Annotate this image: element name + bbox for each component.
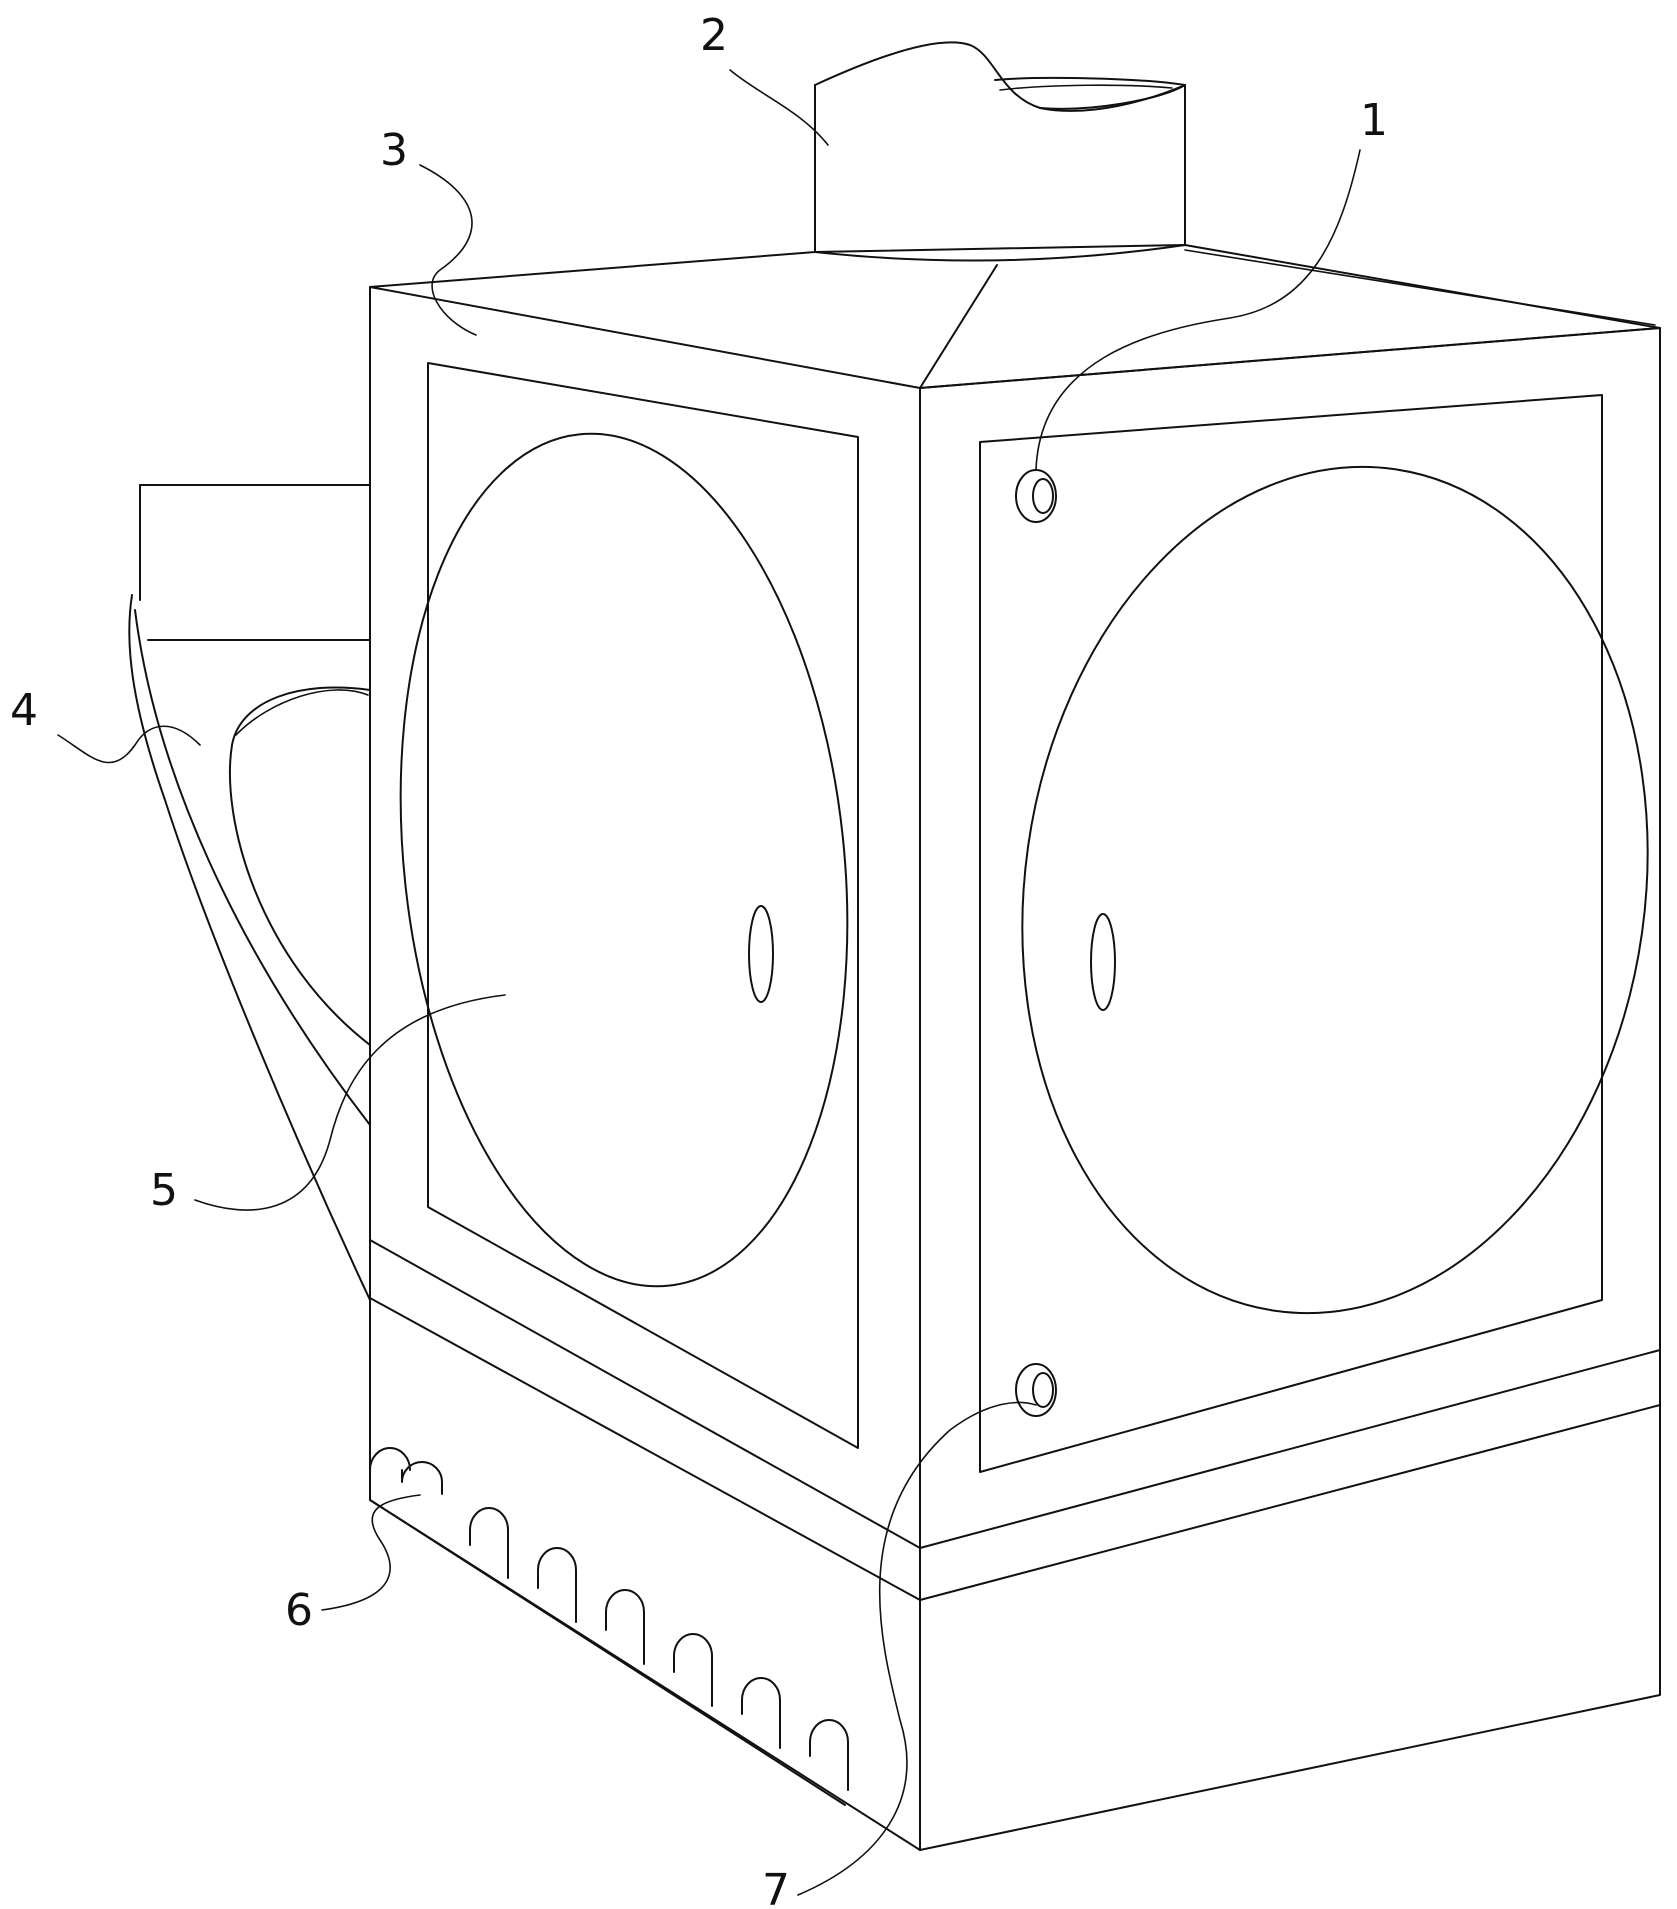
lower-bolt-inner [1032, 1372, 1054, 1408]
vent-slot-2 [469, 1507, 509, 1579]
label-2: 2 [700, 10, 728, 61]
cylinder-top-cut [814, 41, 1186, 112]
vent-slot-3 [537, 1547, 577, 1623]
label-4: 4 [10, 685, 38, 736]
left-face-outline [369, 286, 921, 1851]
top-right-edge-double [1184, 249, 1656, 326]
top-ridge-line [919, 264, 998, 389]
vent-slot-6 [741, 1677, 781, 1749]
left-panel-circle [399, 432, 849, 1288]
upper-bolt-outer [1015, 469, 1057, 523]
cylinder-opening-outer [994, 76, 1186, 110]
left-panel-knob [748, 905, 774, 1003]
left-panel [399, 362, 859, 1449]
handle-grip-rim [235, 689, 369, 736]
leader-2 [729, 69, 829, 146]
leader-5 [194, 994, 506, 1211]
vent-row [369, 1447, 849, 1791]
leader-lines [57, 69, 1361, 1896]
base-front-edge [369, 1499, 846, 1806]
vent-slot-4 [605, 1589, 645, 1665]
leader-3 [419, 164, 477, 336]
vent-slot-7 [809, 1719, 849, 1791]
cylinder-opening-inner [999, 84, 1173, 91]
label-1: 1 [1360, 95, 1388, 146]
right-panel-circle [1021, 465, 1649, 1315]
vent-slot-5 [673, 1633, 713, 1707]
left-band-line-upper [369, 1239, 921, 1549]
leader-4 [57, 725, 201, 764]
vent-slot-0 [369, 1447, 411, 1479]
leader-7 [797, 1401, 1037, 1896]
right-band-line-upper [919, 1349, 1661, 1549]
device-body [369, 244, 1661, 1851]
lower-bolt-outer [1015, 1363, 1057, 1417]
label-5: 5 [150, 1165, 178, 1216]
cylinder-base-ellipse [814, 244, 1186, 262]
vent-slot-1 [401, 1461, 443, 1495]
upper-bolt-inner [1032, 478, 1054, 514]
left-panel-frame [427, 362, 859, 1449]
right-band-line-lower [919, 1404, 1661, 1601]
right-face-outline [919, 327, 1661, 1851]
top-cylinder [814, 41, 1186, 262]
handle-outer-curve [128, 594, 371, 1301]
right-panel-knob [1090, 913, 1116, 1011]
leader-6 [321, 1494, 421, 1611]
label-3: 3 [380, 125, 408, 176]
leader-1 [1035, 149, 1361, 471]
left-band-line-lower [369, 1297, 921, 1601]
handle-inner-curve [134, 609, 371, 1126]
side-handle [128, 484, 371, 1301]
right-panel-frame [979, 394, 1603, 1473]
reference-numerals: 1 2 3 4 5 6 7 [10, 10, 1388, 1909]
right-panel [979, 394, 1649, 1473]
top-face [369, 244, 1661, 389]
label-7: 7 [762, 1865, 790, 1909]
handle-grip-loop [228, 686, 371, 1046]
label-6: 6 [285, 1585, 313, 1636]
